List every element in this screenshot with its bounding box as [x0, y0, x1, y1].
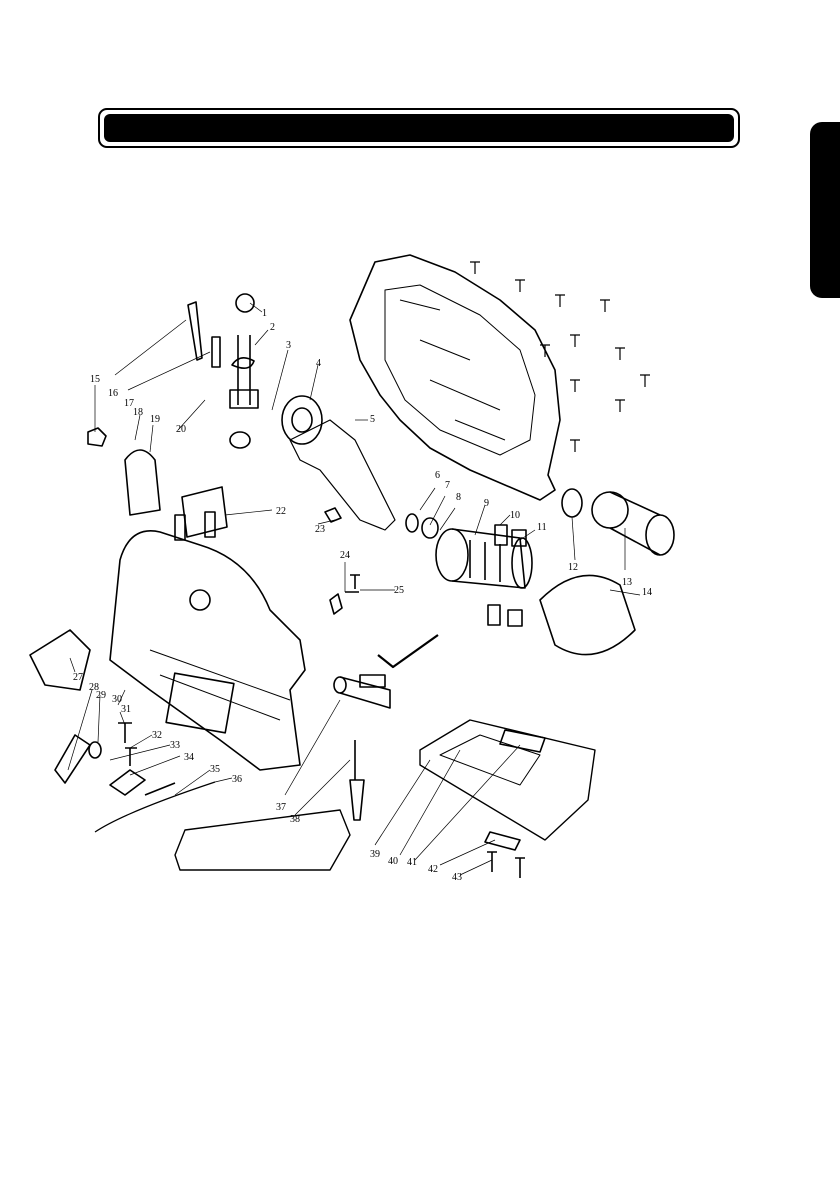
part-label-25: 25: [394, 585, 404, 596]
part-label-7: 7: [445, 480, 450, 491]
part-label-2: 2: [270, 322, 275, 333]
part-label-6: 6: [435, 470, 440, 481]
part-label-36: 36: [232, 774, 242, 785]
part-label-27: 27: [73, 672, 83, 683]
part-label-40: 40: [388, 856, 398, 867]
part-label-1: 1: [262, 308, 267, 319]
part-label-33: 33: [170, 740, 180, 751]
base-tray: [175, 810, 350, 870]
part-label-10: 10: [510, 510, 520, 521]
part-label-14: 14: [642, 587, 652, 598]
part-label-38: 38: [290, 814, 300, 825]
part-label-24: 24: [340, 550, 350, 561]
stator: [540, 575, 635, 654]
motor-housing-half: [350, 255, 560, 500]
part-label-4: 4: [316, 358, 321, 369]
gear-plate: [290, 420, 395, 530]
part-label-31: 31: [121, 704, 131, 715]
part-label-15: 15: [90, 374, 100, 385]
part-label-42: 42: [428, 864, 438, 875]
part-label-20: 20: [176, 424, 186, 435]
part-label-18: 18: [133, 407, 143, 418]
part-label-29: 29: [96, 690, 106, 701]
part-label-43: 43: [452, 872, 462, 883]
part-label-23: 23: [315, 524, 325, 535]
part-label-41: 41: [407, 857, 417, 868]
part-label-32: 32: [152, 730, 162, 741]
tool-body-housing: [110, 531, 305, 770]
part-label-13: 13: [622, 577, 632, 588]
part-label-37: 37: [276, 802, 286, 813]
part-label-12: 12: [568, 562, 578, 573]
part-label-5: 5: [370, 414, 375, 425]
part-label-19: 19: [150, 414, 160, 425]
part-label-22: 22: [276, 506, 286, 517]
part-label-39: 39: [370, 849, 380, 860]
part-label-11: 11: [537, 522, 547, 533]
part-label-8: 8: [456, 492, 461, 503]
part-label-3: 3: [286, 340, 291, 351]
part-label-34: 34: [184, 752, 194, 763]
part-label-9: 9: [484, 498, 489, 509]
part-label-35: 35: [210, 764, 220, 775]
part-label-16: 16: [108, 388, 118, 399]
